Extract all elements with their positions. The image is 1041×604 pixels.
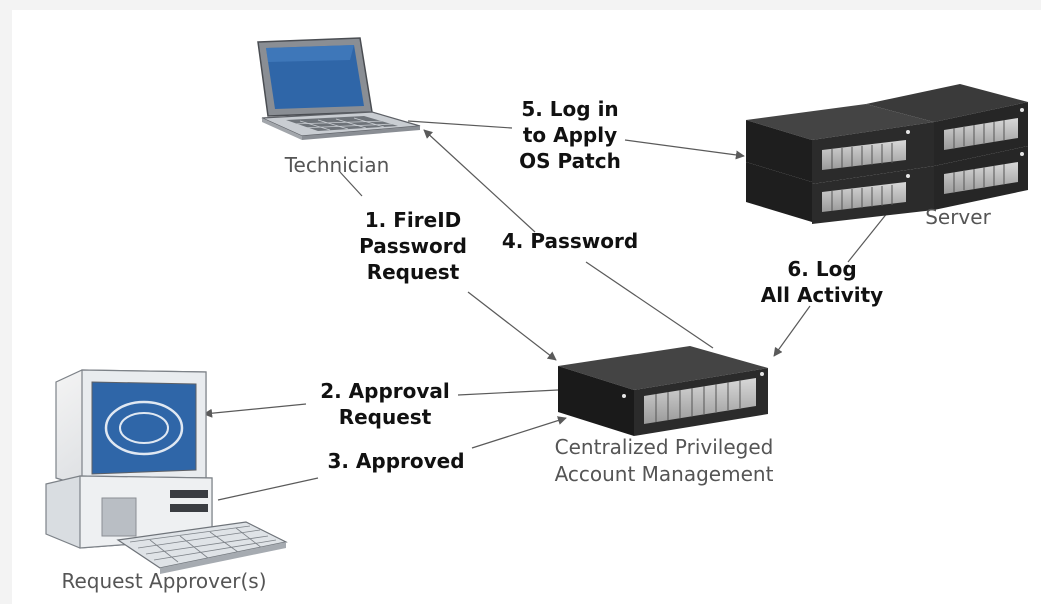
arrow-password-tail bbox=[423, 129, 536, 233]
step2-line2: Request bbox=[338, 405, 432, 429]
step6-label: 6. Log All Activity bbox=[748, 256, 896, 308]
arrow-approved-b bbox=[471, 416, 567, 449]
arrow-log-a bbox=[847, 211, 889, 263]
step5-line3: OS Patch bbox=[519, 149, 621, 173]
step1-line2: Password bbox=[359, 234, 467, 258]
approver-label-text: Request Approver(s) bbox=[61, 569, 267, 593]
arrow-approval-b bbox=[203, 403, 307, 418]
step5-line2: to Apply bbox=[522, 123, 618, 147]
step1-line1: 1. FireID bbox=[364, 208, 462, 232]
central-server-icon bbox=[558, 346, 768, 436]
arrow-password bbox=[585, 261, 714, 349]
arrow-approval-a bbox=[457, 389, 559, 396]
step2-line1: 2. Approval bbox=[320, 379, 450, 403]
arrow-login-a bbox=[407, 120, 513, 129]
step2-label: 2. Approval Request bbox=[304, 378, 466, 430]
step5-label: 5. Log in to Apply OS Patch bbox=[500, 96, 640, 174]
step6-line2: All Activity bbox=[760, 283, 884, 307]
central-label-line1: Centralized Privileged bbox=[554, 435, 774, 459]
server-label-text: Server bbox=[925, 205, 991, 229]
step5-line1: 5. Log in bbox=[521, 97, 619, 121]
laptop-icon bbox=[257, 37, 421, 140]
step3-line1: 3. Approved bbox=[327, 449, 465, 473]
arrow-login-b bbox=[624, 139, 745, 160]
desktop-computer-icon bbox=[45, 369, 288, 574]
technician-label-text: Technician bbox=[284, 153, 390, 177]
server-rack-icon bbox=[746, 84, 1028, 224]
arrow-approved-a bbox=[217, 477, 319, 501]
step6-line1: 6. Log bbox=[787, 257, 857, 281]
connector-technician-fireid bbox=[339, 171, 363, 197]
technician-label: Technician bbox=[270, 152, 404, 179]
step4-line1: 4. Password bbox=[501, 229, 639, 253]
step1-label: 1. FireID Password Request bbox=[348, 207, 478, 285]
central-label-line2: Account Management bbox=[554, 462, 774, 486]
step3-label: 3. Approved bbox=[312, 448, 480, 474]
arrow-fireid-request bbox=[467, 291, 557, 361]
server-label: Server bbox=[908, 204, 1008, 231]
step4-label: 4. Password bbox=[490, 228, 650, 254]
step1-line3: Request bbox=[366, 260, 460, 284]
arrow-log-b bbox=[773, 305, 811, 357]
central-label: Centralized Privileged Account Managemen… bbox=[532, 434, 796, 488]
approver-label: Request Approver(s) bbox=[36, 568, 292, 595]
